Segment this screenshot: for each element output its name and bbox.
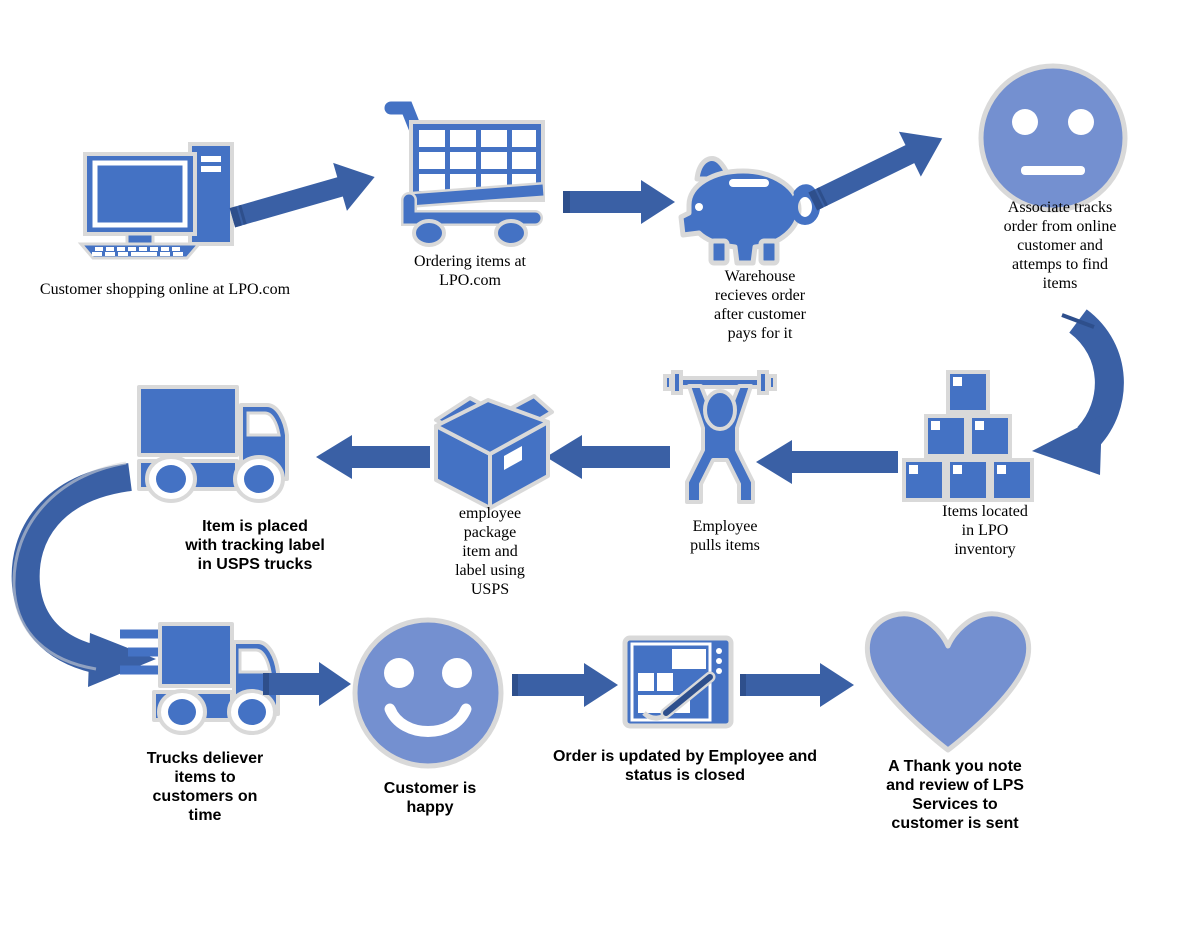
- piggy-bank-icon: [675, 145, 825, 275]
- arrow-1-connector: [229, 145, 407, 235]
- package-box-icon: [430, 388, 555, 513]
- heart-icon: [860, 608, 1040, 758]
- arrow-5-connector: [750, 440, 898, 486]
- moving-truck-icon: [118, 618, 288, 738]
- arrow-6-connector: [540, 435, 670, 481]
- step-3-caption: Warehouse recieves order after customer …: [714, 268, 806, 342]
- arrow-9-connector: [263, 662, 353, 708]
- arrow-2-connector: [563, 180, 683, 230]
- arrow-8-connector: [8, 455, 198, 687]
- step-2-caption: Ordering items at LPO.com: [414, 253, 526, 289]
- step-11-caption: Order is updated by Employee and status …: [552, 748, 818, 784]
- weightlifter-icon: [663, 370, 777, 505]
- neutral-face-icon: [967, 62, 1142, 214]
- step-9-caption: Trucks deliever items to customers on ti…: [146, 750, 264, 824]
- arrow-10-connector: [512, 663, 622, 709]
- arrow-11-connector: [740, 663, 860, 709]
- step-1-caption: Customer shopping online at LPO.com: [39, 281, 291, 298]
- step-10-caption: Customer is happy: [383, 780, 477, 816]
- arrow-7-connector: [310, 435, 430, 481]
- step-6-caption: Employee pulls items: [690, 518, 760, 554]
- arrow-3-connector: [808, 110, 987, 220]
- stacked-boxes-icon: [900, 368, 1040, 502]
- step-7-caption: employee package item and label using US…: [455, 505, 525, 598]
- step-12-caption: A Thank you note and review of LPS Servi…: [886, 758, 1024, 832]
- arrow-4-connector: [1010, 305, 1200, 495]
- shopping-cart-icon: [384, 100, 555, 250]
- delivery-truck-icon: [135, 383, 295, 503]
- desktop-computer-icon: [75, 140, 250, 260]
- smiley-face-icon: [340, 615, 520, 775]
- step-4-caption: Associate tracks order from online custo…: [1003, 199, 1117, 292]
- tablet-stylus-icon: [622, 635, 737, 730]
- step-8-caption: Item is placed with tracking label in US…: [185, 518, 325, 573]
- step-5-caption: Items located in LPO inventory: [942, 503, 1028, 558]
